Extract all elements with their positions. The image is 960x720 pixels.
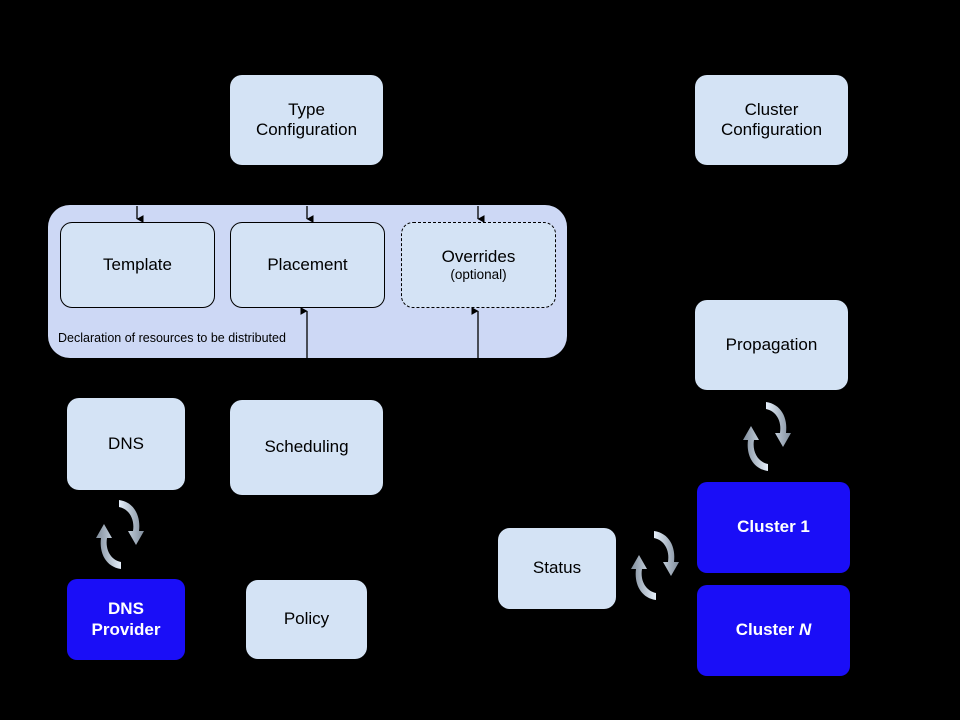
node-overrides-sublabel: (optional) bbox=[450, 267, 507, 283]
node-placement[interactable]: Placement bbox=[230, 222, 385, 308]
node-type-configuration-label: Type Configuration bbox=[255, 99, 358, 139]
sync-arrows-icon-dns bbox=[96, 500, 144, 569]
sync-arrows-icon-propagation bbox=[743, 402, 791, 471]
node-template-label: Template bbox=[103, 254, 172, 274]
node-policy[interactable]: Policy bbox=[246, 580, 367, 659]
node-propagation[interactable]: Propagation bbox=[695, 300, 848, 390]
node-scheduling[interactable]: Scheduling bbox=[230, 400, 383, 495]
node-dns-provider[interactable]: DNS Provider bbox=[67, 579, 185, 660]
node-cluster-n[interactable]: Cluster N bbox=[697, 585, 850, 676]
node-cluster-n-suffix: N bbox=[799, 620, 812, 640]
group-declaration-caption: Declaration of resources to be distribut… bbox=[58, 331, 286, 345]
node-type-configuration[interactable]: Type Configuration bbox=[230, 75, 383, 165]
node-dns-label: DNS bbox=[108, 433, 144, 453]
node-cluster-n-label: Cluster N bbox=[736, 620, 812, 640]
node-propagation-label: Propagation bbox=[725, 334, 818, 354]
node-overrides-label: Overrides bbox=[441, 247, 516, 267]
node-status[interactable]: Status bbox=[498, 528, 616, 609]
node-policy-label: Policy bbox=[283, 609, 330, 629]
node-cluster-configuration[interactable]: Cluster Configuration bbox=[695, 75, 848, 165]
node-dns[interactable]: DNS bbox=[67, 398, 185, 490]
node-cluster-n-prefix: Cluster bbox=[735, 620, 799, 640]
node-status-label: Status bbox=[532, 558, 582, 578]
node-scheduling-label: Scheduling bbox=[264, 437, 349, 457]
node-overrides[interactable]: Overrides (optional) bbox=[401, 222, 556, 308]
node-placement-label: Placement bbox=[267, 254, 348, 274]
node-cluster-1-label: Cluster 1 bbox=[737, 517, 810, 537]
node-dns-provider-label: DNS Provider bbox=[91, 599, 161, 639]
node-cluster-1[interactable]: Cluster 1 bbox=[697, 482, 850, 573]
sync-arrows-icon-status bbox=[631, 531, 679, 600]
node-template[interactable]: Template bbox=[60, 222, 215, 308]
node-cluster-configuration-label: Cluster Configuration bbox=[720, 99, 823, 139]
